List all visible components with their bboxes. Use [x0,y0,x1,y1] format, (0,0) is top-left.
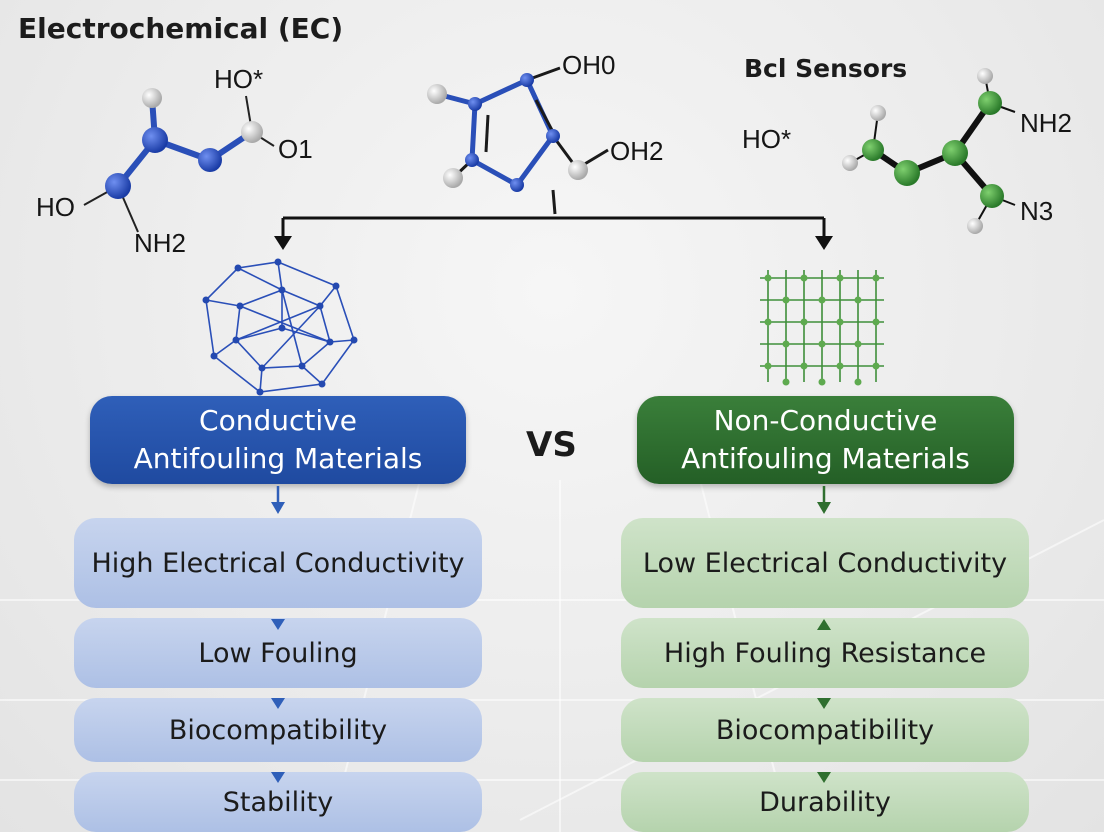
molecule-diagrams [83,66,1016,396]
center-molecule [427,66,609,215]
center-mol-label-oh2: OH2 [610,136,664,166]
right-mol-label-nh2: NH2 [1020,108,1073,138]
right-property-box: Biocompatibility [621,698,1029,762]
title-electrochemical: Electrochemical (EC) [18,12,344,45]
right-property-box: High Fouling Resistance [621,618,1029,688]
left-property-box: Biocompatibility [74,698,482,762]
vs-label: VS [526,425,577,465]
non-conductive-materials-header: Non-Conductive Antifouling Materials [637,396,1014,484]
left-mol-label-nh2: NH2 [134,228,187,258]
center-mol-label-oh0: OH0 [562,50,616,80]
conductive-network-icon [205,261,355,393]
left-mol-label-ho: HO* [214,64,264,94]
left-property-box: High Electrical Conductivity [74,518,482,608]
conductive-materials-header: Conductive Antifouling Materials [90,396,466,484]
right-property-box: Durability [621,772,1029,832]
right-mol-label-n3: N3 [1020,196,1054,226]
title-bcl-sensors: Bcl Sensors [744,54,908,83]
left-mol-label-o1: O1 [278,134,313,164]
left-property-box: Low Fouling [74,618,482,688]
left-mol-label-ho2: HO [36,192,75,222]
left-property-box: Stability [74,772,482,832]
non-conductive-header-line1: Non-Conductive [713,404,938,437]
right-property-box: Low Electrical Conductivity [621,518,1029,608]
right-molecule [842,68,1016,234]
branch-connector [274,216,833,250]
conductive-header-line1: Conductive [199,404,357,437]
left-molecule [83,88,275,233]
conductive-header-line2: Antifouling Materials [133,442,423,475]
right-mol-label-ho: HO* [742,124,792,154]
non-conductive-header-line2: Antifouling Materials [681,442,970,475]
lattice-structure-icon [760,270,884,382]
